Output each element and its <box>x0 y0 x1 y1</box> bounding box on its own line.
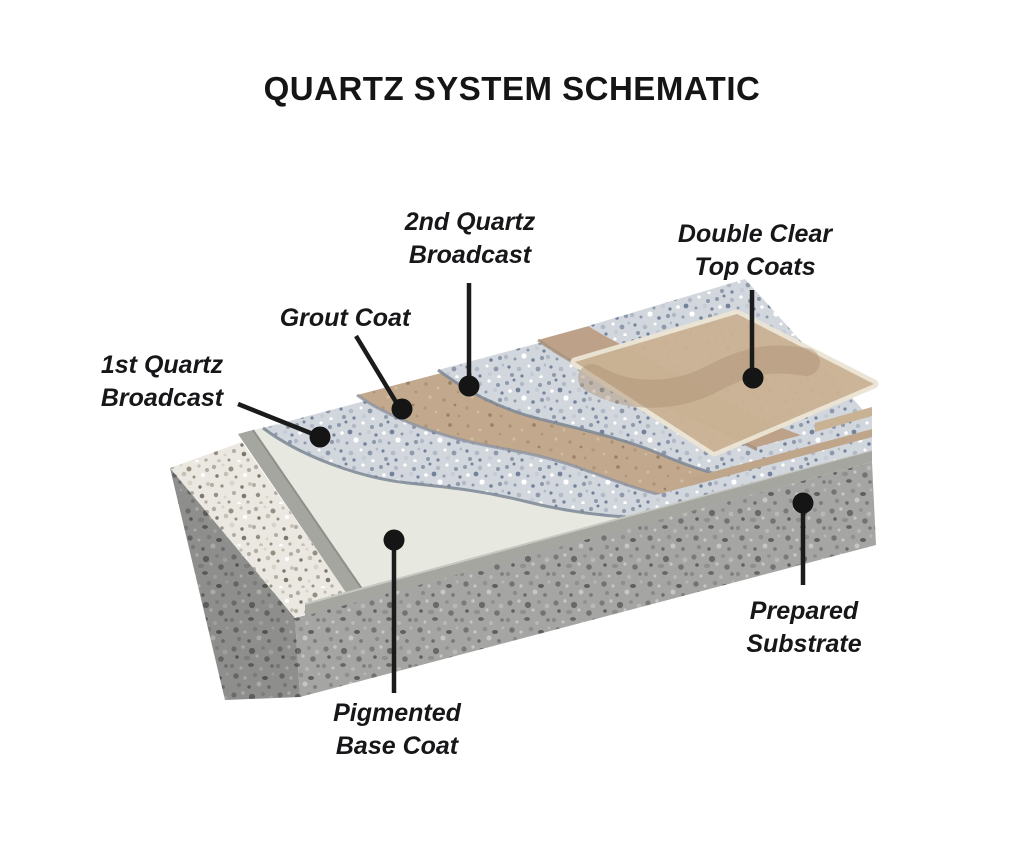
label-line: Double Clear <box>677 220 833 248</box>
substrate-front-face <box>295 462 876 697</box>
label-line: 1st Quartz <box>100 351 224 379</box>
label-line: Grout Coat <box>279 304 411 332</box>
base-coat-front-edge <box>305 450 872 616</box>
leader-dot-prepared <box>792 492 814 514</box>
substrate-end-face <box>170 468 300 700</box>
label-second-quartz-broadcast: 2nd Quartz Broadcast <box>405 206 536 272</box>
leader-dot-double-clear <box>742 367 764 389</box>
label-pigmented-base-coat: Pigmented Base Coat <box>333 697 461 763</box>
label-line: Prepared <box>749 597 859 625</box>
leader-dot-second-quartz <box>458 375 480 397</box>
grout-front-edge <box>690 429 872 486</box>
leader-first-quartz <box>237 401 319 439</box>
label-line: Top Coats <box>694 253 816 281</box>
second-quartz-wave-outline <box>437 368 756 484</box>
topcoat-inner-shading <box>578 345 820 408</box>
prepared-substrate-block <box>170 442 876 700</box>
label-line: Pigmented <box>333 699 461 727</box>
layer-edge-stack <box>304 407 873 616</box>
label-line: 2nd Quartz <box>404 208 536 236</box>
label-double-clear-top-coats: Double Clear Top Coats <box>678 218 832 284</box>
substrate-end-face-shade <box>170 468 300 700</box>
label-line: Broadcast <box>408 241 532 269</box>
leader-grout <box>354 334 401 409</box>
base-coat-edge-line <box>252 429 363 590</box>
double-clear-top-coat-sheet <box>570 309 879 457</box>
leader-dot-grout <box>391 398 413 420</box>
label-grout-coat: Grout Coat <box>280 302 411 335</box>
leader-dot-pigmented <box>383 529 405 551</box>
leader-lines <box>237 283 814 693</box>
first-quartz-front-edge <box>626 437 872 516</box>
grout-wave-outline <box>356 393 687 503</box>
label-line: Base Coat <box>335 732 459 760</box>
base-coat-edge-strip <box>238 430 362 594</box>
label-line: Broadcast <box>100 384 224 412</box>
label-line: Substrate <box>746 630 862 658</box>
label-prepared-substrate: Prepared Substrate <box>746 595 861 661</box>
substrate-top-strip <box>170 442 350 618</box>
base-coat-front-edge-highlight <box>304 449 873 605</box>
second-quartz-front-edge <box>757 416 872 460</box>
label-first-quartz-broadcast: 1st Quartz Broadcast <box>101 349 223 415</box>
page-title: QUARTZ SYSTEM SCHEMATIC <box>263 70 761 107</box>
leader-dot-first-quartz <box>309 426 331 448</box>
first-quartz-wave-outline <box>262 426 627 519</box>
topcoat-front-edge <box>815 407 872 432</box>
